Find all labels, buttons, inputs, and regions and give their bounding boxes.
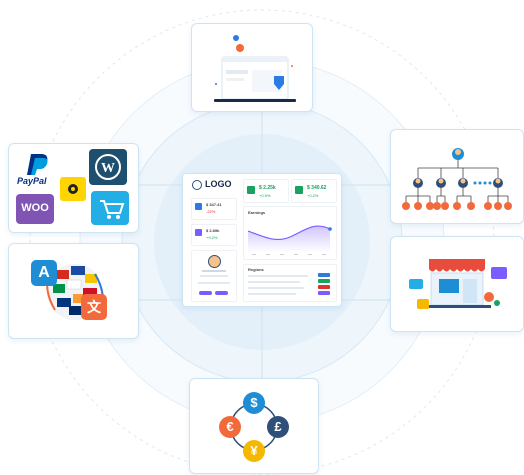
translation-card[interactable]: A 文 xyxy=(8,243,139,339)
euro-symbol: € xyxy=(226,419,234,434)
euro-coin-icon: € xyxy=(219,416,241,438)
regions-panel: Regions xyxy=(243,264,337,302)
cart-icon xyxy=(100,200,125,219)
stat-icon-3 xyxy=(195,229,202,236)
paypal-logo: PayPal xyxy=(17,152,57,188)
profile-role-line xyxy=(200,275,228,277)
currency-card[interactable]: $ € £ ¥ xyxy=(189,378,319,474)
region-badge-4 xyxy=(318,291,330,295)
opencart-logo xyxy=(91,191,129,225)
woocommerce-logo: WOO xyxy=(16,194,54,224)
logo-mark xyxy=(192,180,202,190)
svg-text:W: W xyxy=(101,161,115,176)
stat-change-4: +0.2% xyxy=(307,193,319,198)
region-row-2 xyxy=(248,281,300,283)
dollar-coin-icon: $ xyxy=(243,392,265,414)
storefront-illustration xyxy=(409,259,507,309)
dashboard-card[interactable]: LOGO $ 347.41 -22% $ 2.25k +0.5% $ 2.89k… xyxy=(182,173,342,307)
woo-label: WOO xyxy=(21,202,49,214)
region-badge-1 xyxy=(318,273,330,277)
stat-card-1: $ 347.41 -22% xyxy=(191,198,237,220)
wordpress-icon: W xyxy=(95,154,121,180)
org-chart-card[interactable] xyxy=(390,129,524,224)
profile-stats-line xyxy=(198,282,230,284)
paypal-label: PayPal xyxy=(17,176,47,186)
stat-change-1: -22% xyxy=(206,209,216,214)
wordpress-logo: W xyxy=(89,149,127,185)
pound-coin-icon: £ xyxy=(267,416,289,438)
latin-glyph: A xyxy=(38,264,50,281)
stat-value-3: $ 2.89k xyxy=(206,228,220,233)
earnings-panel: Earnings xyxy=(243,206,337,260)
region-badge-2 xyxy=(318,279,330,283)
website-illustration xyxy=(214,35,296,102)
earnings-title: Earnings xyxy=(248,210,266,215)
region-badge-3 xyxy=(318,285,330,289)
yen-symbol: ¥ xyxy=(250,443,258,458)
latin-script-icon: A xyxy=(31,260,57,286)
region-row-4 xyxy=(248,293,296,295)
pound-symbol: £ xyxy=(274,419,282,434)
profile-button-1[interactable] xyxy=(199,291,212,295)
autostory-logo xyxy=(60,177,86,201)
stat-card-4: $ 340.62 +0.2% xyxy=(291,179,337,203)
stat-value-1: $ 347.41 xyxy=(206,202,222,207)
globe-flags-illustration xyxy=(46,264,104,320)
stat-value-4: $ 340.62 xyxy=(307,185,327,191)
region-row-3 xyxy=(248,287,304,289)
dollar-symbol: $ xyxy=(250,395,258,410)
paypal-icon xyxy=(27,154,48,175)
marketplace-card[interactable] xyxy=(390,236,524,332)
stat-card-3: $ 2.89k +9.2% xyxy=(191,224,237,246)
avatar xyxy=(208,255,221,268)
earnings-line-chart xyxy=(247,225,332,255)
org-chart-illustration xyxy=(402,148,512,210)
stat-change-3: +9.2% xyxy=(206,235,218,240)
regions-title: Regions xyxy=(248,267,264,272)
dashboard-logo: LOGO xyxy=(205,179,232,189)
stat-change-2: +0.5% xyxy=(259,193,271,198)
cjk-glyph: 文 xyxy=(87,299,101,315)
profile-panel xyxy=(191,250,237,302)
stat-icon-4 xyxy=(295,186,303,194)
stat-value-2: $ 2.25k xyxy=(259,185,276,191)
stat-icon-1 xyxy=(195,203,202,210)
autostory-icon xyxy=(68,184,78,194)
stat-card-2: $ 2.25k +0.5% xyxy=(243,179,289,203)
ecommerce-platforms-card[interactable]: PayPal W WOO xyxy=(8,143,139,233)
region-row-1 xyxy=(248,275,308,277)
profile-name-line xyxy=(202,270,226,272)
yen-coin-icon: ¥ xyxy=(243,440,265,462)
profile-button-2[interactable] xyxy=(215,291,228,295)
stat-icon-2 xyxy=(247,186,255,194)
website-card[interactable] xyxy=(191,23,313,112)
cjk-script-icon: 文 xyxy=(81,294,107,320)
